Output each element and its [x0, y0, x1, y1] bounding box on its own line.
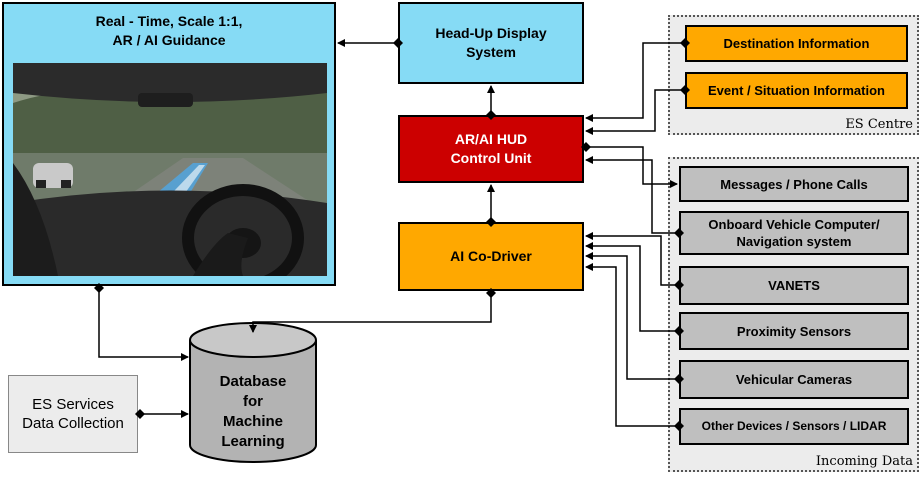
database-label-line-1: Database [220, 373, 287, 390]
other-devices-to-co-driver-connector [585, 263, 684, 431]
database-label-line-4: Learning [221, 433, 284, 450]
proximity-sensors-label: Proximity Sensors [736, 323, 852, 339]
proximity-to-co-driver-connector [585, 242, 684, 336]
es-services-label: ES Services Data Collection [22, 396, 124, 432]
hud-display-box: Head-Up Display System [398, 2, 584, 84]
es-centre-label: ES Centre [845, 117, 913, 132]
event-info-box: Event / Situation Information [685, 72, 908, 109]
es-services-box: ES Services Data Collection [8, 375, 138, 453]
vanets-to-co-driver-connector [585, 232, 684, 290]
incoming-data-label: Incoming Data [815, 454, 913, 469]
event-to-control-unit-connector [585, 85, 690, 135]
event-info-label: Event / Situation Information [708, 83, 885, 98]
guidance-title: Real - Time, Scale 1:1, AR / AI Guidance [95, 13, 243, 48]
database-cylinder: Database for Machine Learning [189, 322, 317, 463]
co-driver-box: AI Co-Driver [398, 222, 584, 291]
cameras-to-co-driver-connector [585, 252, 684, 384]
vehicular-cameras-label: Vehicular Cameras [735, 372, 853, 387]
control-unit-label: AR/AI HUD Control Unit [450, 131, 532, 166]
onboard-computer-label: Onboard Vehicle Computer/ Navigation sys… [708, 217, 880, 249]
database-label-line-2: for [243, 393, 263, 410]
co-driver-label: AI Co-Driver [450, 248, 532, 264]
proximity-sensors-box: Proximity Sensors [679, 312, 909, 350]
vanets-box: VANETS [679, 266, 909, 305]
vanets-label: VANETS [768, 278, 820, 293]
messages-box: Messages / Phone Calls [679, 166, 909, 202]
database-label-line-3: Machine [223, 413, 283, 430]
co-driver-to-database-connector [249, 288, 496, 333]
onboard-to-control-unit-connector [585, 156, 684, 238]
hud-display-label: Head-Up Display System [435, 25, 547, 60]
control-unit-to-messages-connector [581, 142, 678, 188]
vehicular-cameras-box: Vehicular Cameras [679, 360, 909, 399]
guidance-to-database-connector [94, 283, 189, 361]
destination-info-box: Destination Information [685, 25, 908, 62]
other-devices-label: Other Devices / Sensors / LIDAR [701, 419, 887, 433]
destination-info-label: Destination Information [723, 36, 870, 51]
messages-label: Messages / Phone Calls [720, 176, 868, 192]
onboard-computer-box: Onboard Vehicle Computer/ Navigation sys… [679, 211, 909, 255]
destination-to-control-unit-connector [585, 38, 690, 122]
car-interior-photo [13, 63, 327, 276]
